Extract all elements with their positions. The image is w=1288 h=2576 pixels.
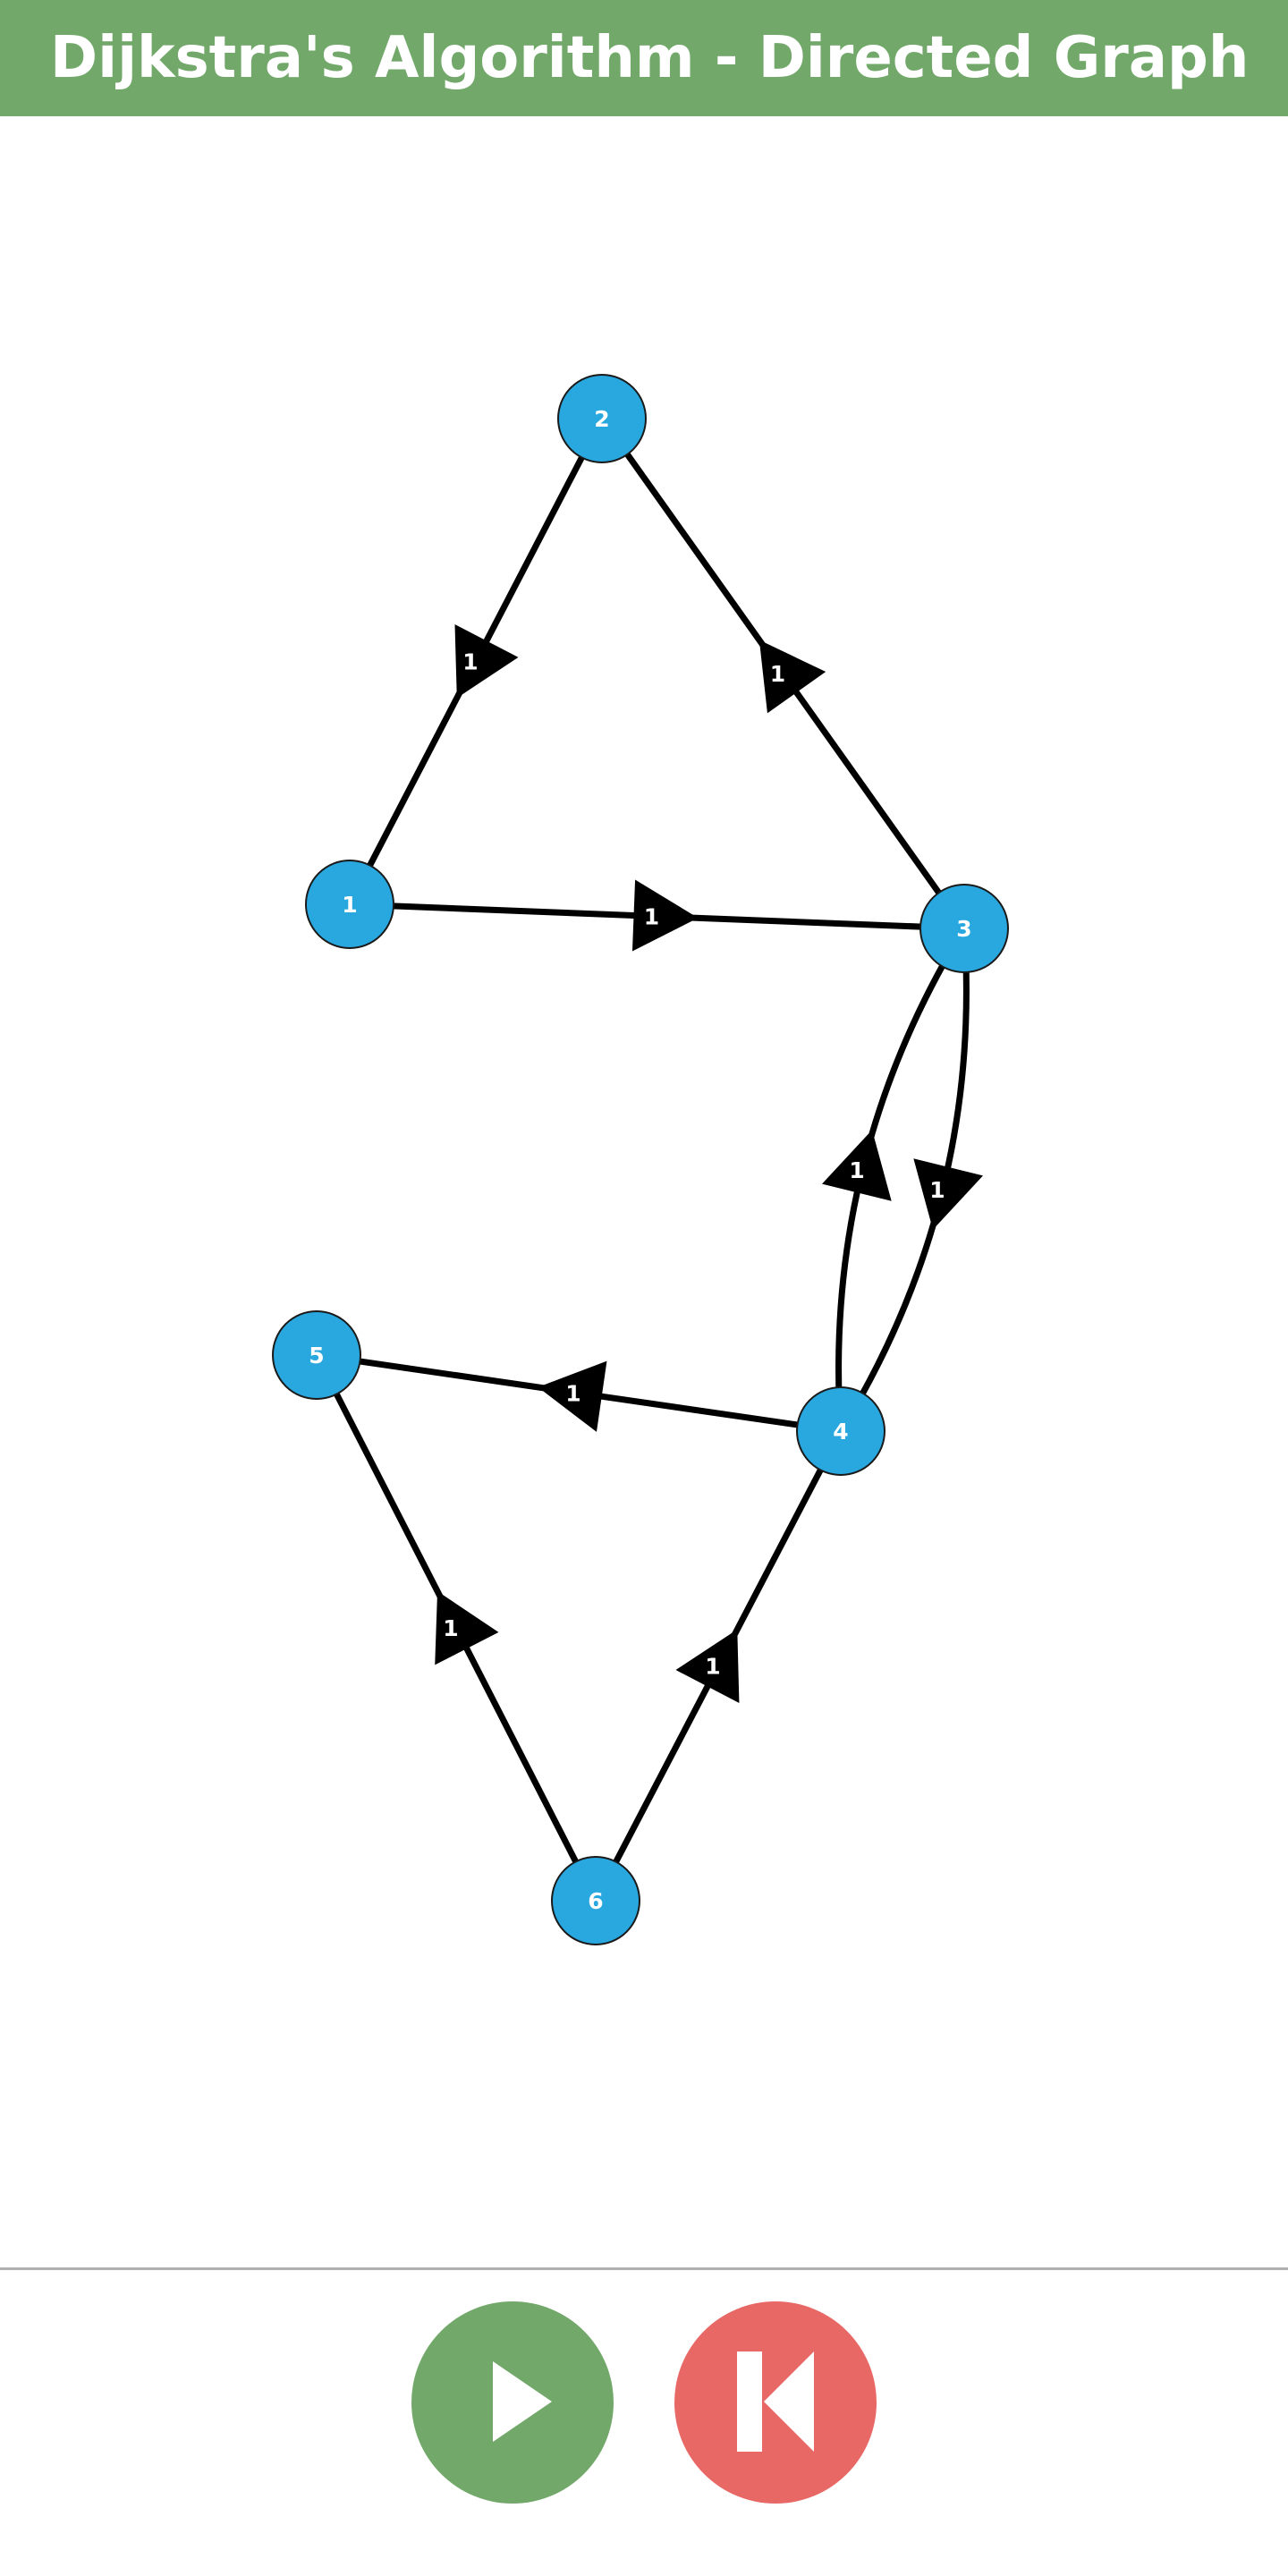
edge-weight-label: 1 (462, 649, 478, 675)
node-label: 6 (588, 1888, 603, 1914)
edge-arrow (758, 640, 826, 714)
graph-node-4[interactable]: 4 (796, 1386, 886, 1476)
node-label: 2 (594, 406, 609, 432)
edge-weight-label: 1 (705, 1654, 720, 1680)
edge-arrow (435, 1591, 499, 1665)
edge-4-to-3: 1 (821, 927, 967, 1432)
edges-layer: 1 1 1 1 1 1 1 1 (313, 416, 984, 1902)
graph-node-1[interactable]: 1 (305, 860, 394, 949)
graph-node-6[interactable]: 6 (551, 1856, 640, 1945)
node-circle (919, 884, 1009, 973)
edge-arrow (913, 1158, 984, 1230)
node-circle (272, 1310, 361, 1400)
play-icon (493, 2361, 552, 2442)
edge-arrow (821, 1130, 892, 1201)
edge-weight-label: 1 (644, 904, 659, 930)
edge-weight-label: 1 (443, 1615, 458, 1641)
edge-1-to-3: 1 (349, 879, 965, 952)
edge-arrow (631, 879, 699, 952)
edge-weight-label: 1 (770, 661, 785, 687)
node-label: 3 (956, 916, 971, 942)
node-label: 1 (342, 892, 357, 918)
node-label: 5 (309, 1343, 324, 1368)
edge-3-to-4: 1 (838, 928, 984, 1433)
skip-back-icon (737, 2351, 814, 2452)
graph-node-5[interactable]: 5 (272, 1310, 361, 1400)
node-label: 4 (833, 1419, 848, 1445)
node-circle (796, 1386, 886, 1476)
graph-svg: 1 1 1 1 1 1 1 1 1 2 3 4 5 6 (272, 374, 1009, 1945)
edge-arrow (454, 623, 519, 699)
nodes-layer: 1 2 3 4 5 6 (272, 374, 1009, 1945)
page-title: Dijkstra's Algorithm - Directed Graph (50, 25, 1250, 91)
edge-2-to-1: 1 (346, 417, 606, 906)
node-circle (551, 1856, 640, 1945)
controls-bar (0, 2270, 1288, 2576)
graph-node-2[interactable]: 2 (557, 374, 647, 463)
play-button[interactable] (411, 2301, 614, 2504)
edge-weight-label: 1 (929, 1177, 945, 1203)
node-circle (305, 860, 394, 949)
edge-weight-label: 1 (565, 1381, 580, 1407)
edge-arrow (538, 1360, 607, 1432)
reset-button[interactable] (674, 2301, 877, 2504)
edge-6-to-4: 1 (592, 1429, 844, 1902)
edge-6-to-5: 1 (313, 1353, 599, 1902)
edge-weight-label: 1 (849, 1157, 864, 1183)
edge-4-to-5: 1 (316, 1352, 842, 1435)
graph-canvas: 1 1 1 1 1 1 1 1 1 2 3 4 5 6 (0, 116, 1288, 2267)
edge-arrow (675, 1629, 740, 1704)
graph-node-3[interactable]: 3 (919, 884, 1009, 973)
app-header: Dijkstra's Algorithm - Directed Graph (0, 0, 1288, 116)
edge-3-to-2: 1 (599, 416, 967, 931)
node-circle (557, 374, 647, 463)
controls-divider (0, 2267, 1288, 2270)
